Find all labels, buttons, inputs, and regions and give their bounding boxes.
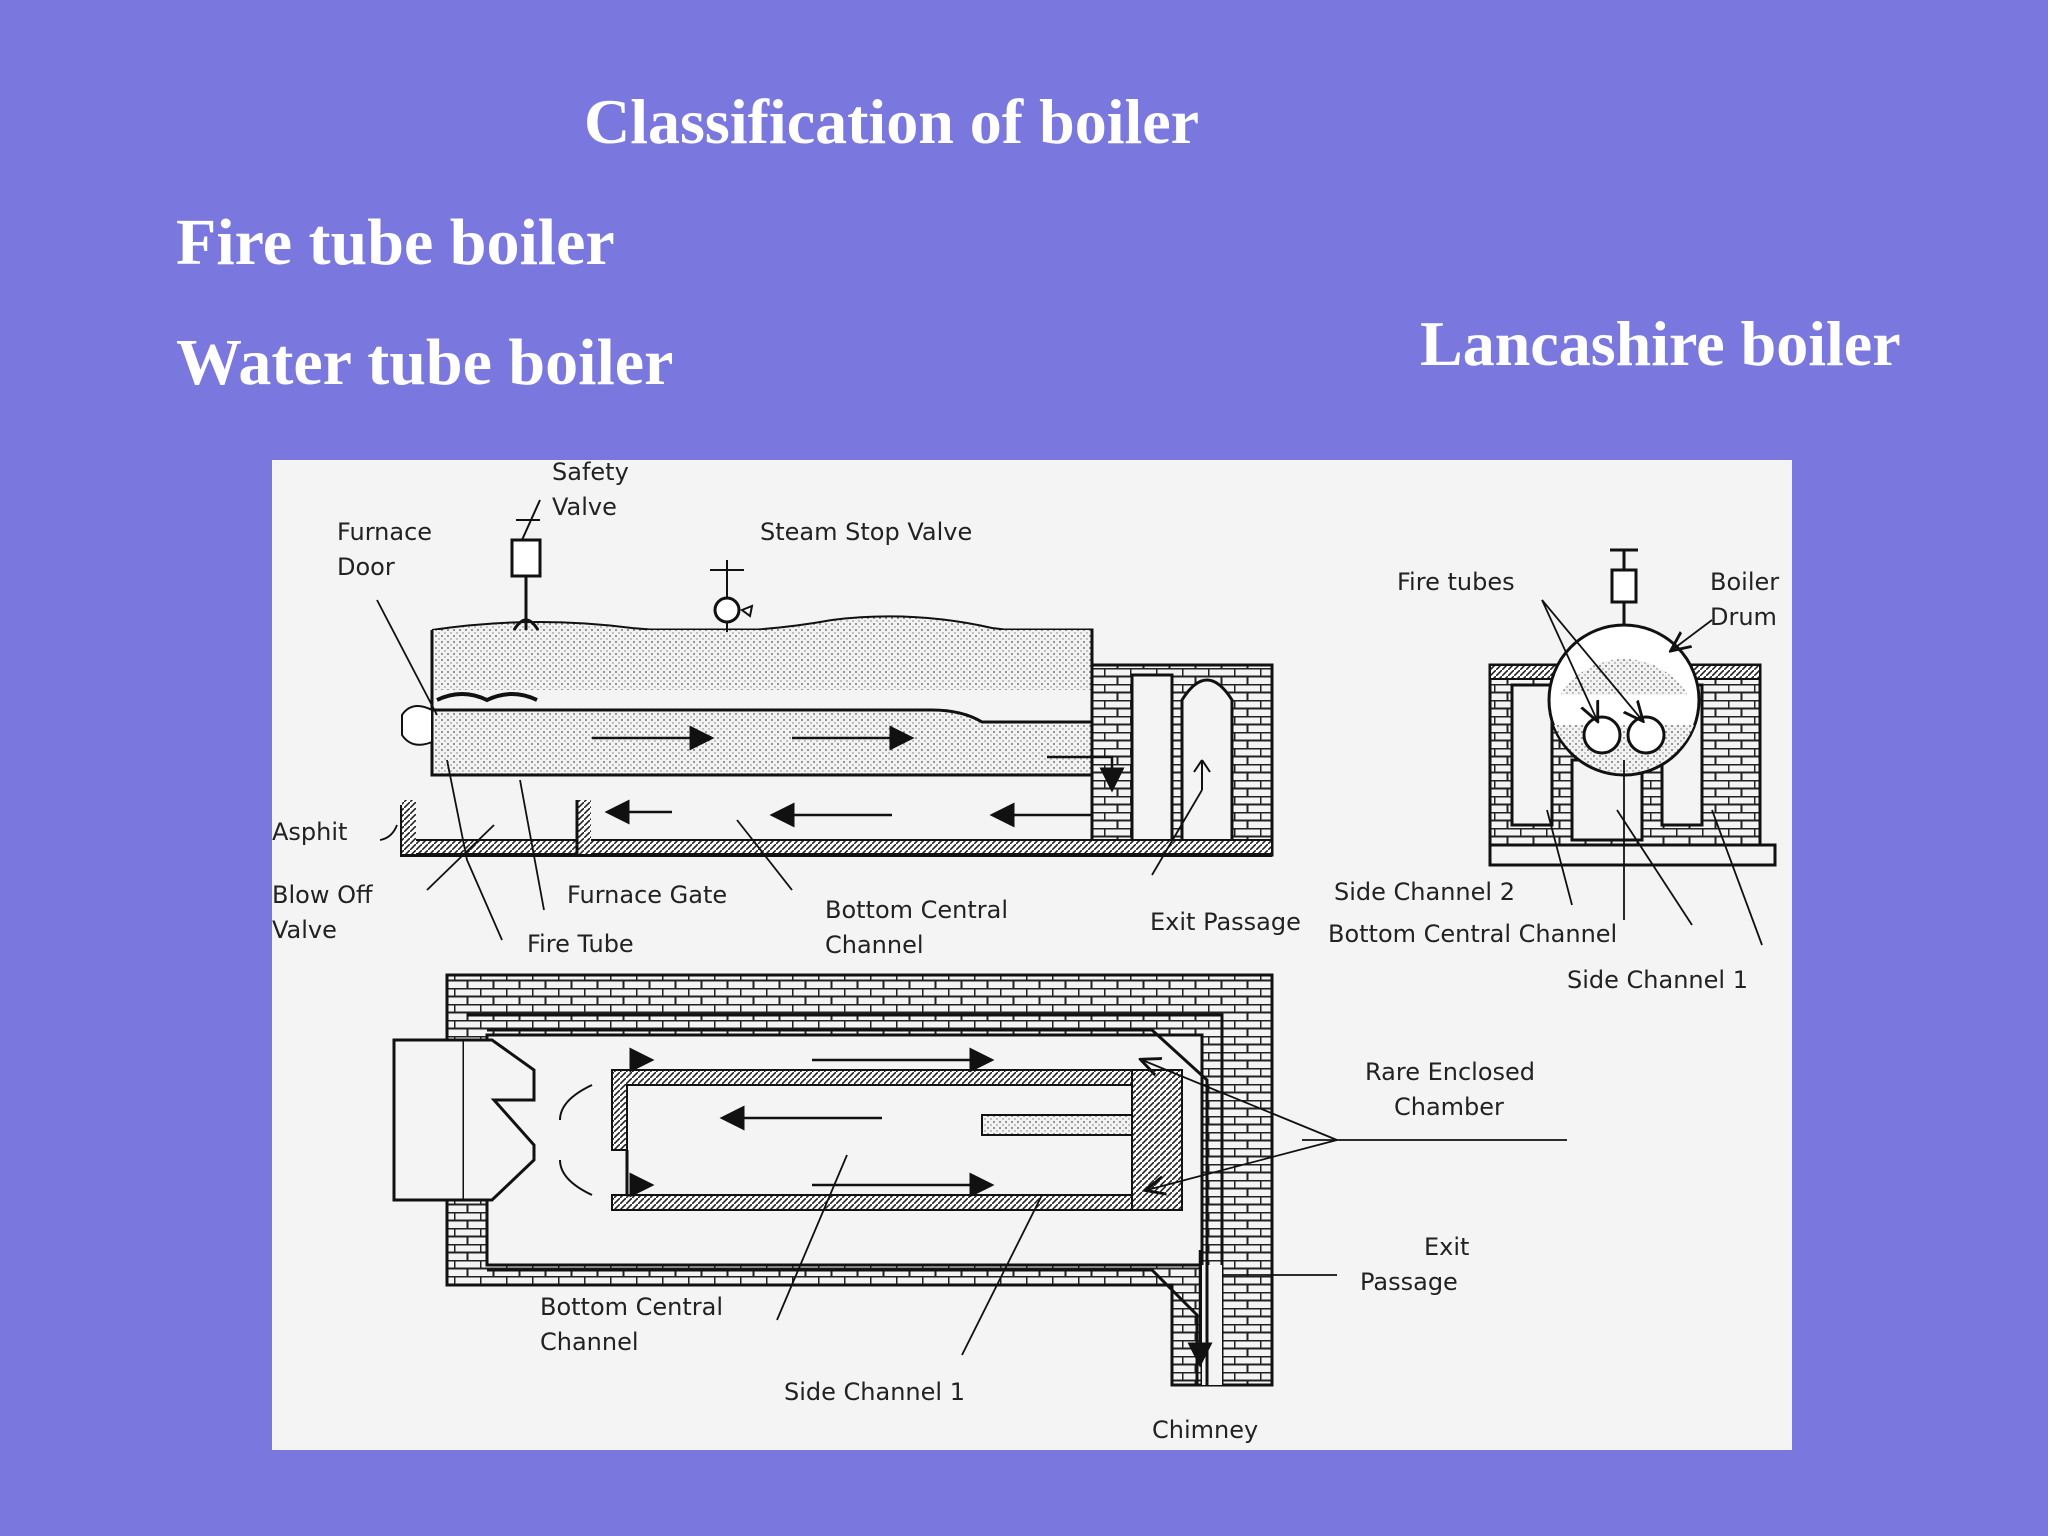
side-section-view	[400, 499, 1274, 857]
label-steam-stop-valve: Steam Stop Valve	[760, 518, 972, 546]
plan-view	[392, 973, 1274, 1387]
label-side-channel-1-right: Side Channel 1	[1567, 966, 1748, 994]
label-exit-passage-top: Exit Passage	[1150, 908, 1301, 936]
item-water-tube-boiler: Water tube boiler	[176, 326, 674, 399]
label-bottom-central-channel-right: Bottom Central Channel	[1328, 920, 1617, 948]
label-fire-tubes: Fire tubes	[1397, 568, 1515, 596]
item-fire-tube-boiler: Fire tube boiler	[176, 206, 615, 279]
leader-lines	[376, 599, 1763, 1356]
label-fire-tube: Fire Tube	[527, 930, 634, 958]
cross-section-view	[1488, 548, 1777, 867]
label-side-channel-1-bottom: Side Channel 1	[784, 1378, 965, 1406]
lancashire-boiler-heading: Lancashire boiler	[1420, 308, 1901, 379]
label-side-channel-2: Side Channel 2	[1334, 878, 1515, 906]
slide-title: Classification of boiler	[584, 86, 1200, 157]
label-chimney: Chimney	[1152, 1416, 1258, 1444]
label-furnace-gate: Furnace Gate	[567, 881, 727, 909]
label-asphit: Asphit	[272, 818, 347, 846]
